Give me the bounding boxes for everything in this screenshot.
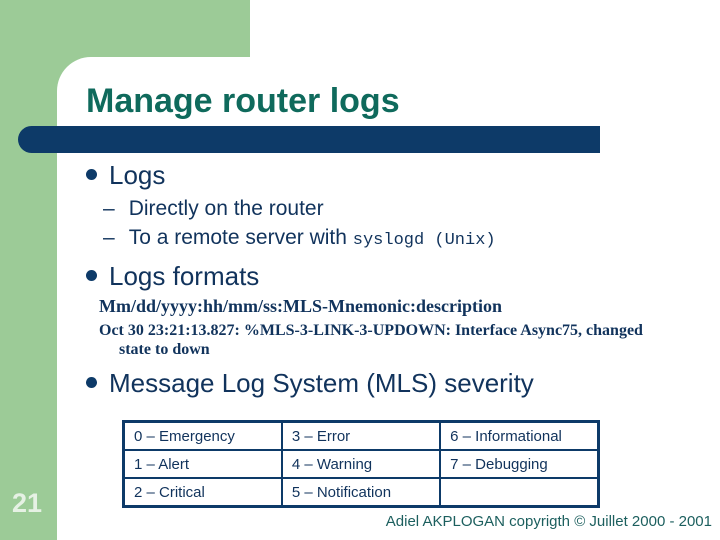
- footer-credit: Adiel AKPLOGAN copyrigth © Juillet 2000 …: [385, 513, 712, 530]
- slide-title: Manage router logs: [86, 82, 400, 120]
- severity-cell: 7 – Debugging: [439, 449, 600, 479]
- severity-cell: 6 – Informational: [439, 420, 600, 451]
- severity-cell: 4 – Warning: [280, 449, 442, 479]
- severity-cell: 5 – Notification: [280, 477, 442, 508]
- table-row: 0 – Emergency 3 – Error 6 – Informationa…: [122, 420, 600, 451]
- severity-cell: 1 – Alert: [122, 449, 283, 479]
- syslogd-code-text: syslogd (Unix): [352, 231, 496, 250]
- sub-bullet-remote-server: –To a remote server with syslogd (Unix): [103, 226, 496, 250]
- sub-bullet-label: To a remote server with: [128, 226, 353, 249]
- severity-cell: 0 – Emergency: [122, 420, 283, 451]
- bullet-label: Logs formats: [109, 261, 260, 291]
- log-example-line1: Oct 30 23:21:13.827: %MLS-3-LINK-3-UPDOW…: [99, 322, 643, 339]
- bullet-item-mls-severity: Message Log System (MLS) severity: [86, 368, 534, 399]
- severity-cell: [439, 477, 600, 508]
- log-example-line2: state to down: [119, 341, 210, 358]
- severity-cell: 3 – Error: [280, 420, 442, 451]
- bullet-label: Message Log System (MLS) severity: [109, 368, 534, 398]
- log-format-line: Mm/dd/yyyy:hh/mm/ss:MLS-Mnemonic:descrip…: [99, 296, 502, 316]
- bullet-icon: [86, 168, 97, 180]
- severity-table: 0 – Emergency 3 – Error 6 – Informationa…: [122, 420, 600, 508]
- dash-icon: –: [103, 197, 115, 220]
- table-row: 1 – Alert 4 – Warning 7 – Debugging: [122, 449, 600, 479]
- bullet-item-logs-formats: Logs formats: [86, 261, 259, 292]
- bullet-label: Logs: [109, 160, 166, 190]
- sub-bullet-label: Directly on the router: [128, 197, 324, 220]
- severity-cell: 2 – Critical: [122, 477, 283, 508]
- bullet-icon: [86, 269, 97, 281]
- page-number: 21: [12, 488, 43, 518]
- title-underline-bar: [18, 126, 600, 153]
- table-row: 2 – Critical 5 – Notification: [122, 477, 600, 508]
- bullet-item-logs: Logs: [86, 160, 165, 191]
- dash-icon: –: [103, 226, 115, 249]
- sub-bullet-directly: –Directly on the router: [103, 197, 324, 221]
- bullet-icon: [86, 376, 97, 388]
- green-sidebar: [0, 0, 57, 540]
